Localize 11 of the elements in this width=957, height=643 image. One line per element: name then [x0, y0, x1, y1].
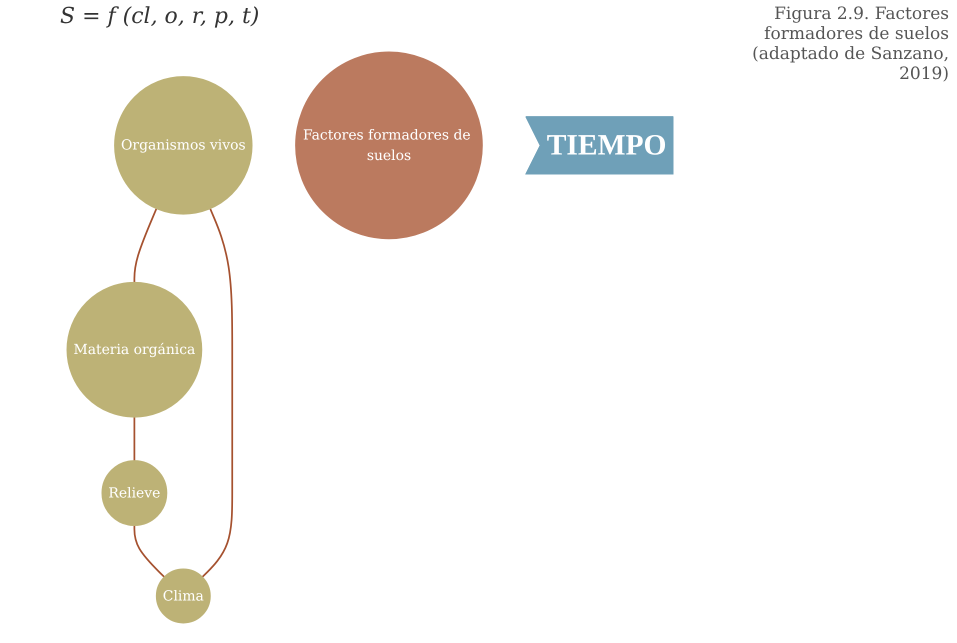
formula-text: S = f (cl, o, r, p, t): [60, 4, 260, 29]
connector: [134, 417, 136, 461]
connector: [134, 208, 158, 282]
connector: [134, 526, 165, 578]
node-circle: Organismos vivos: [114, 76, 253, 215]
connector: [202, 208, 234, 578]
figure-caption: Figura 2.9. Factores formadores de suelos (adaptado de Sanzano, 2019): [751, 4, 949, 84]
node-circle: Relieve: [101, 460, 168, 526]
node-circle: Factores formadores de suelos: [295, 52, 483, 240]
node-circle: Clima: [156, 568, 211, 624]
node-circle: Materia orgánica: [66, 282, 202, 418]
